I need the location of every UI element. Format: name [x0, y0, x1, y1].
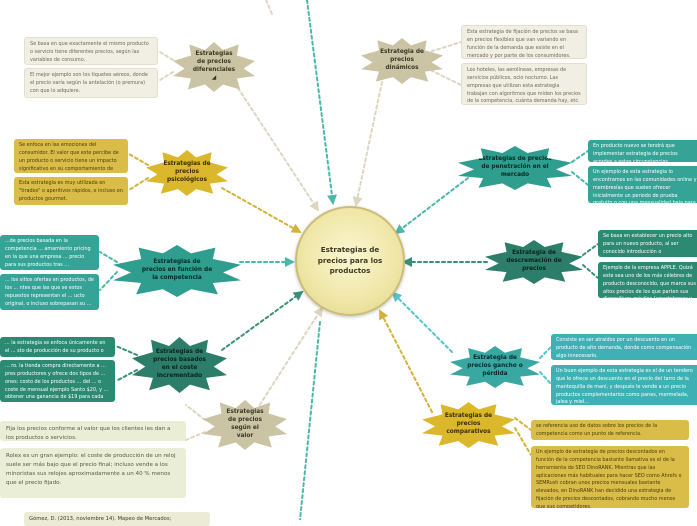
note-gancho-example[interactable]: Un buen ejemplo de esta estrategia es el… — [551, 365, 697, 405]
note-penetracion-definition[interactable]: En producto nuevo se tendrá que implemen… — [588, 140, 697, 162]
branch-label: Estrategia de descremación de precios — [506, 250, 562, 272]
note-reference[interactable]: Gómez, D. (2013, noviembre 14). Mapeo de… — [24, 512, 210, 526]
branch-label: Estrategias de precios comparativos — [444, 413, 493, 435]
collapse-arrow-icon[interactable]: ◢ — [211, 74, 217, 81]
note-psicologicos-example[interactable]: Esta estrategia es muy utilizada en "tir… — [14, 177, 128, 205]
link-bottom-offscreen — [299, 321, 321, 520]
note-competencia-definition[interactable]: ...de precios basada en la competencia .… — [0, 235, 99, 270]
note-descremacion-definition[interactable]: Se basa en establecer un precio alto par… — [598, 230, 697, 257]
note-comparativos-definition[interactable]: se referencia uso de datos sobre los pre… — [531, 420, 689, 440]
note-diferenciales-definition[interactable]: Se basa en que exactamente el mismo prod… — [24, 37, 158, 65]
branch-label: Estrategias de precios de penetración en… — [478, 156, 552, 178]
branch-label: Estrategias de precios basados en el cos… — [153, 349, 206, 379]
note-dinamicos-definition[interactable]: Esta estrategia de fijación de precios s… — [461, 25, 587, 59]
link-coste — [221, 290, 304, 351]
branch-label: Estrategia de precios dinámicos — [380, 49, 424, 71]
collapse-arrow-icon[interactable]: ◢ — [27, 356, 31, 357]
link-psicologicos — [221, 187, 302, 233]
link-gancho — [391, 291, 453, 353]
note-coste-example[interactable]: ... ro. la tienda compra directamente a … — [0, 360, 115, 402]
link-valor — [249, 306, 324, 421]
note-psicologicos-definition[interactable]: Se enfoca en las emociones del consumido… — [14, 139, 128, 173]
note-penetracion-example[interactable]: Un ejemplo de esta estrategia lo encontr… — [588, 166, 697, 203]
note-coste-definition[interactable]: ... la estrategia se enfoca únicamente e… — [0, 337, 115, 357]
note-competencia-example[interactable]: ... los sitios ofertas en productos, de … — [0, 274, 99, 310]
branch-label: Estrategia de precios gancho o pérdida — [467, 355, 523, 377]
branch-label: Estrategias de precios según el valor — [226, 409, 264, 439]
link-top-offscreen-2 — [265, 0, 273, 15]
link-diferenciales — [237, 87, 320, 212]
link-comparativos — [379, 309, 433, 413]
branch-label: Estrategias de precios diferenciales — [192, 51, 236, 73]
note-comparativos-example[interactable]: Un ejemplo de estrategia de precios desc… — [531, 446, 689, 508]
link-penetracion — [394, 177, 469, 235]
note-text: ... la estrategia se enfoca únicamente e… — [5, 340, 106, 357]
link-top-offscreen — [306, 0, 337, 205]
note-dinamicos-example[interactable]: Los hoteles, las aerolíneas, empresas de… — [461, 63, 587, 105]
note-gancho-definition[interactable]: Consiste en ser atraídos por un descuent… — [551, 334, 697, 360]
note-diferenciales-example[interactable]: El mejor ejemplo son los tiquetes aéreos… — [24, 68, 158, 98]
central-topic-label: Estrategias de precios para los producto… — [317, 245, 383, 276]
note-valor-definition[interactable]: Fija los precios conforme al valor que l… — [0, 421, 186, 441]
branch-label: Estrategias de precios en función de la … — [141, 259, 213, 281]
note-descremacion-example[interactable]: Ejemplo de la empresa APPLE. Quizá este … — [598, 262, 697, 298]
note-valor-example[interactable]: Rolex es un gran ejemplo: el coste de pr… — [0, 448, 186, 498]
central-topic[interactable]: Estrategias de precios para los producto… — [295, 206, 405, 316]
link-dinamicos — [352, 81, 383, 207]
branch-label: Estrategias de precios psicológicos — [163, 161, 211, 183]
